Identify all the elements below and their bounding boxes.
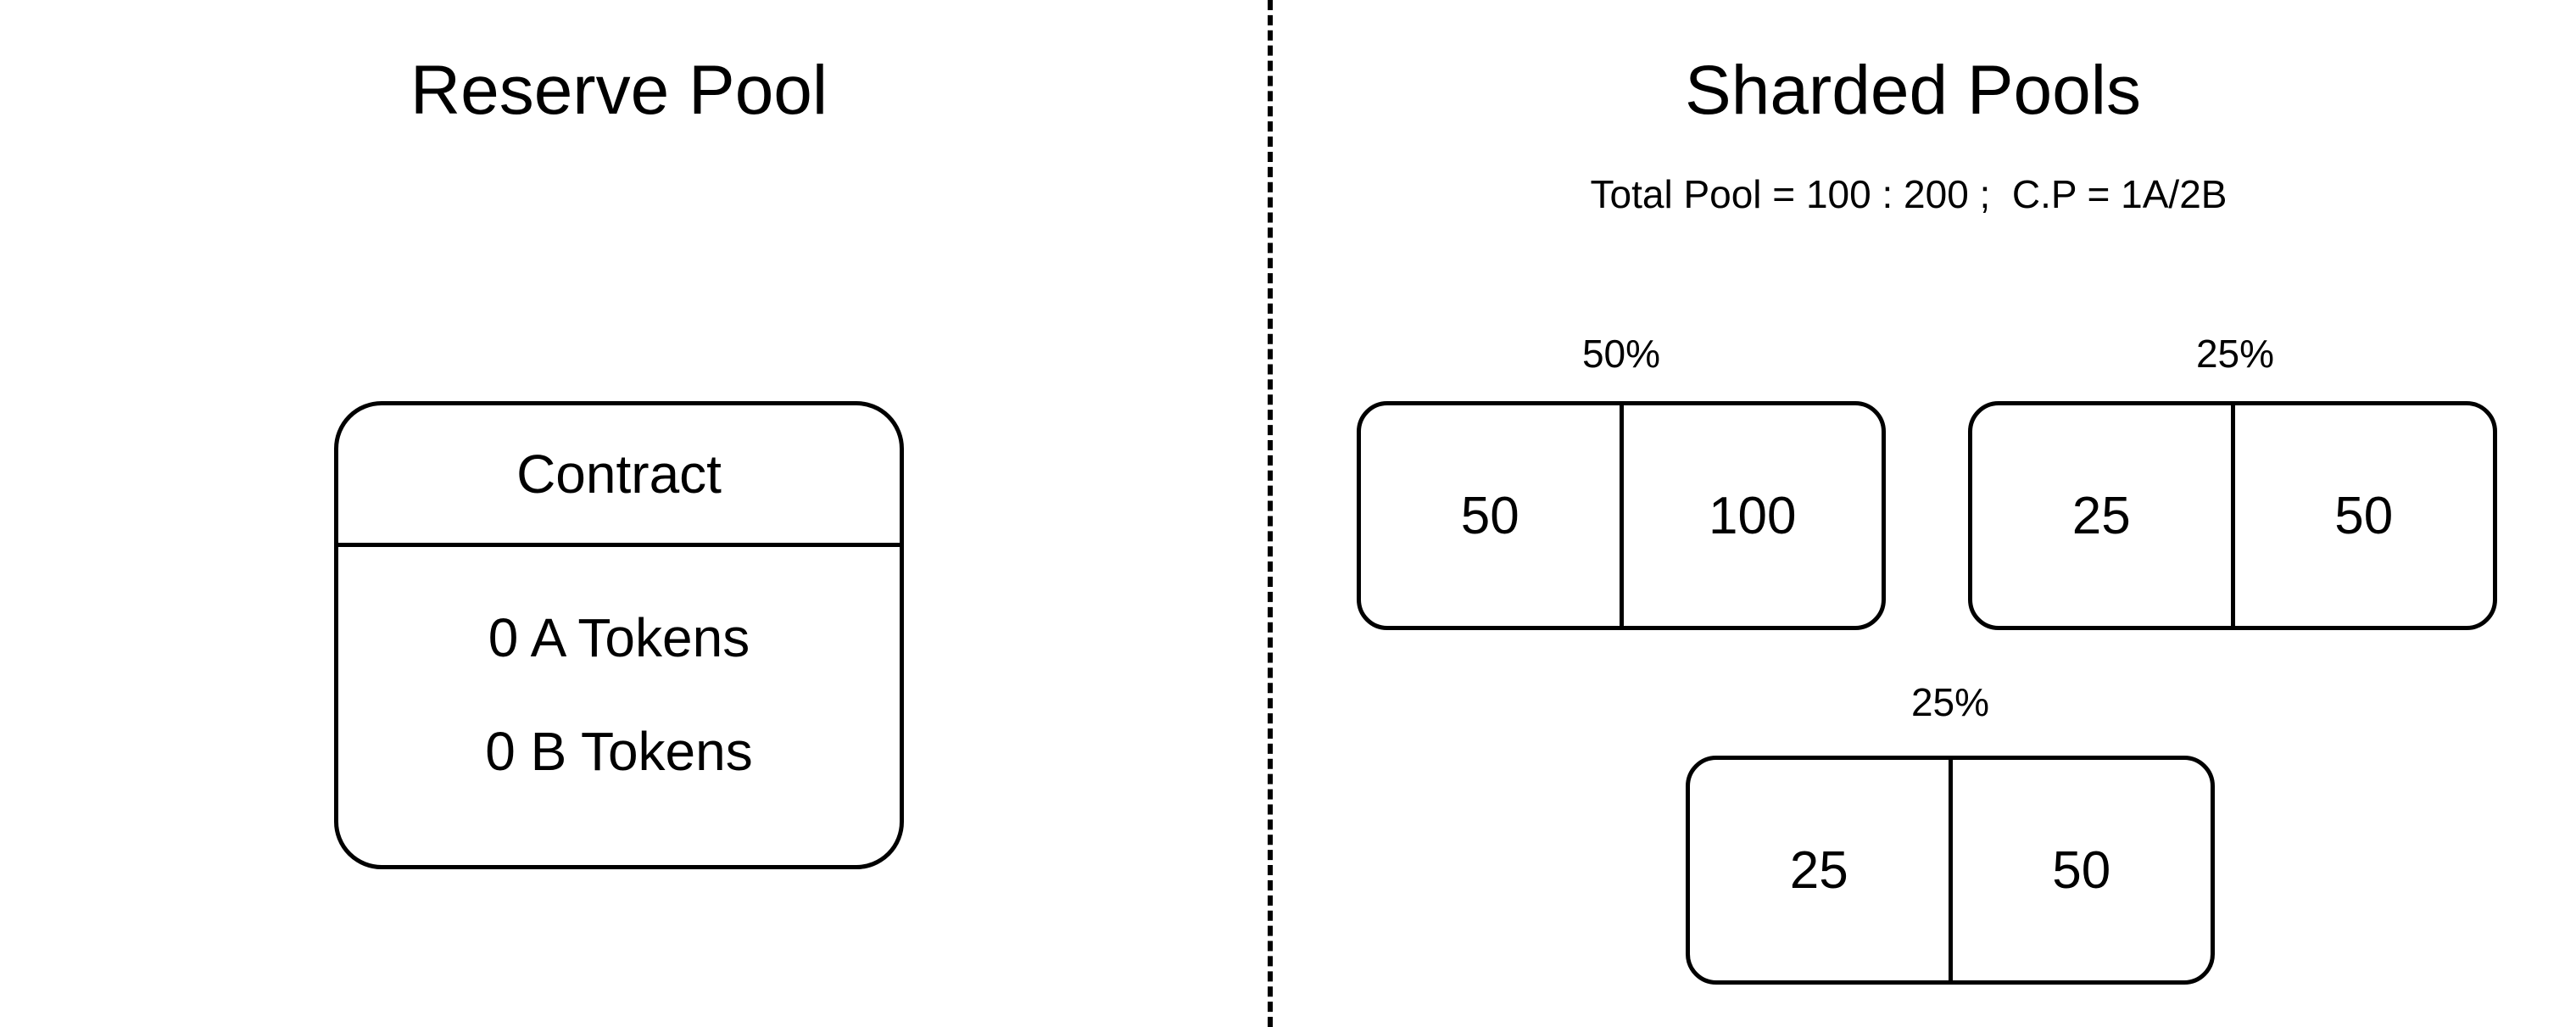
shard-3-label: 25% xyxy=(1910,680,1990,724)
shard-1-label: 50% xyxy=(1581,332,1661,376)
shard-1-a-value: 50 xyxy=(1460,486,1519,545)
shard-2-box: 25 50 xyxy=(1968,401,2497,630)
shard-1-box: 50 100 xyxy=(1357,401,1886,630)
contract-box: Contract 0 A Tokens 0 B Tokens xyxy=(334,401,904,869)
total-pool-summary: Total Pool = 100 : 200 ; C.P = 1A/2B xyxy=(1590,172,2228,216)
shard-3-b-value: 50 xyxy=(1948,760,2211,980)
shard-3-box: 25 50 xyxy=(1686,756,2215,985)
contract-token-a: 0 A Tokens xyxy=(488,607,750,668)
contract-header: Contract xyxy=(338,405,900,547)
sharded-pools-title: Sharded Pools xyxy=(1685,52,2141,129)
shard-3-a-value: 25 xyxy=(1789,840,1848,900)
shard-1-b-value: 100 xyxy=(1619,405,1882,626)
reserve-pool-title: Reserve Pool xyxy=(410,52,828,129)
section-divider xyxy=(1268,0,1273,1027)
shard-2-b-value: 50 xyxy=(2230,405,2494,626)
shard-2-a-value: 25 xyxy=(2071,486,2131,545)
contract-token-b: 0 B Tokens xyxy=(485,721,753,782)
shard-2-label: 25% xyxy=(2195,332,2275,376)
